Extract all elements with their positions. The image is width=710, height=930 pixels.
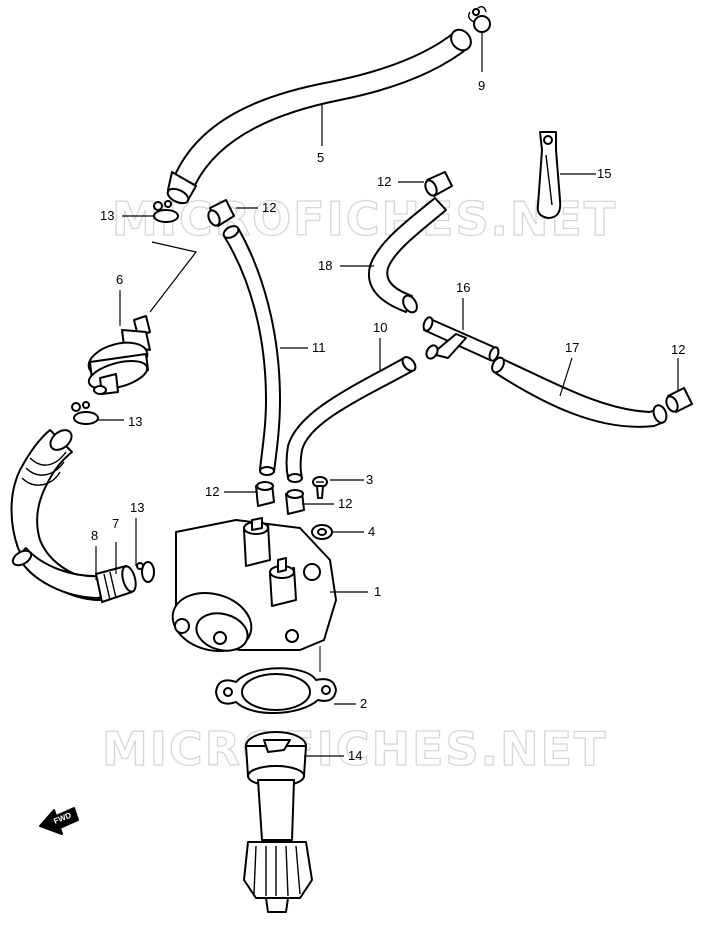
part-5-hose [166, 28, 472, 205]
part-12-cap-top [424, 171, 453, 197]
callout-3: 3 [366, 472, 373, 487]
callout-labels: 9 5 15 12 13 12 18 6 16 11 10 17 12 13 3… [91, 78, 685, 763]
part-4-washer [311, 524, 333, 540]
callout-6: 6 [116, 272, 123, 287]
callout-17: 17 [565, 340, 579, 355]
callout-2: 2 [360, 696, 367, 711]
part-6-filter-valve [87, 315, 151, 395]
callout-12-upper-mid: 12 [262, 200, 276, 215]
fwd-direction-badge: FWD [39, 807, 79, 835]
part-12-cap-pump-right [285, 489, 305, 515]
part-11-hose [222, 225, 281, 476]
callout-14: 14 [348, 748, 362, 763]
callout-5: 5 [317, 150, 324, 165]
leader-lines [95, 32, 679, 757]
callout-8: 8 [91, 528, 98, 543]
callout-7: 7 [112, 516, 119, 531]
part-12-cap-right [665, 387, 693, 413]
callout-11: 11 [312, 340, 326, 355]
callout-12-pump-left: 12 [205, 484, 219, 499]
part-10-hose [285, 356, 417, 483]
part-16-t-fitting [422, 316, 500, 362]
part-8-hose [10, 429, 105, 601]
callout-1: 1 [374, 584, 381, 599]
part-13-clip-joint [136, 561, 155, 583]
part-2-gasket [215, 667, 337, 714]
callout-15: 15 [597, 166, 611, 181]
part-18-elbow-hose [367, 197, 447, 314]
part-7-joint [95, 565, 137, 603]
callout-4: 4 [368, 524, 375, 539]
part-3-screw [312, 476, 328, 499]
callout-13-joint: 13 [130, 500, 144, 515]
callout-13-lower: 13 [128, 414, 142, 429]
callout-10: 10 [373, 320, 387, 335]
callout-9: 9 [478, 78, 485, 93]
part-9-clip [467, 5, 491, 33]
watermark-bottom: MICROFICHES.NET [102, 722, 607, 776]
watermark-top: MICROFICHES.NET [112, 192, 617, 246]
callout-16: 16 [456, 280, 470, 295]
part-1-oil-pump [171, 517, 337, 652]
part-14-drive-gear [243, 731, 313, 913]
callout-18: 18 [318, 258, 332, 273]
callout-12-pump-right: 12 [338, 496, 352, 511]
part-12-cap-upper-mid [207, 199, 235, 227]
part-12-cap-pump-left [255, 481, 275, 507]
callout-12-right: 12 [671, 342, 685, 357]
part-15-bracket [536, 131, 562, 219]
callout-13-upper: 13 [100, 208, 114, 223]
part-13-clip-lower [71, 401, 99, 425]
part-17-hose [491, 356, 668, 428]
callout-12-top: 12 [377, 174, 391, 189]
